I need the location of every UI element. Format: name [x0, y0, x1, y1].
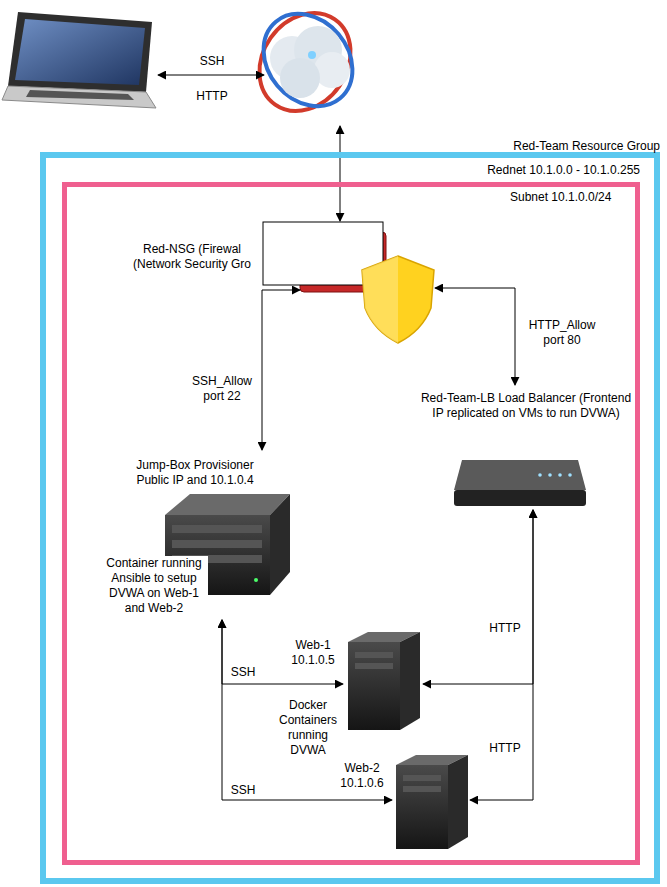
tower-front — [396, 765, 448, 849]
firewall-label: Red-NSG (Firewal (Network Security Gro — [126, 242, 258, 272]
device-led — [538, 473, 542, 477]
cloud-puff — [280, 58, 320, 98]
connector — [423, 510, 533, 684]
shield-icon — [362, 256, 434, 343]
subnet-label: Subnet 10.1.0.0/24 — [510, 190, 611, 205]
device-front — [454, 490, 586, 506]
server-bay — [172, 540, 262, 548]
firewall-icon — [263, 222, 434, 343]
group-title: Red-Team Resource Group — [513, 139, 660, 154]
edge-label: HTTP_Allow port 80 — [520, 318, 604, 348]
host-title: Web-1 10.1.0.5 — [287, 638, 339, 668]
network-range: Rednet 10.1.0.0 - 10.1.0.255 — [487, 163, 640, 178]
web-server-node: Web-2 10.1.0.6 — [392, 755, 470, 850]
tower-side — [400, 632, 420, 730]
device-led — [548, 473, 552, 477]
network-link — [158, 75, 264, 76]
firewall-node: Red-NSG (Firewal (Network Security Gro — [300, 228, 435, 343]
load-balancer-label: Red-Team-LB Load Balancer (Frontend IP r… — [418, 391, 634, 421]
cloud-icon — [241, 0, 371, 129]
tower-side — [448, 755, 468, 849]
laptop-base — [2, 86, 156, 108]
connector — [435, 288, 515, 385]
load-balancer-node: Red-Team-LB Load Balancer (Frontend IP r… — [418, 385, 634, 510]
device-led — [558, 473, 562, 477]
tower-bay — [403, 786, 441, 792]
tower-bay — [355, 663, 393, 669]
protocol-label: SSH — [196, 54, 228, 69]
server-top — [165, 494, 290, 515]
laptop-screen — [15, 19, 145, 85]
connector — [222, 620, 392, 800]
edge-label: HTTP — [489, 621, 521, 636]
edge-label: SSH — [230, 783, 256, 798]
laptop-lid — [8, 12, 152, 92]
cloud-orbit — [241, 0, 369, 129]
web-server-node: Web-1 10.1.0.5Docker Containers running … — [343, 632, 423, 732]
jump-box-node: Jump-Box Provisioner Public IP and 10.1.… — [100, 450, 290, 620]
tower-server-icon — [348, 632, 420, 730]
load-balancer-icon — [454, 460, 586, 506]
host-title: Jump-Box Provisioner Public IP and 10.1.… — [125, 458, 265, 488]
laptop-icon — [2, 12, 156, 108]
subnet-region: Rednet 10.1.0.0 - 10.1.0.255Subnet 10.1.… — [62, 182, 640, 865]
connector — [222, 620, 343, 684]
host-note: Docker Containers running DVWA — [275, 698, 341, 758]
device-top — [454, 460, 586, 490]
tower-server-icon — [396, 755, 468, 849]
edge-label: HTTP — [489, 741, 521, 756]
laptop-keyboard — [26, 90, 134, 100]
edge-label: SSH — [230, 665, 256, 680]
cloud-spark — [308, 51, 316, 59]
resource-group: Red-Team Resource GroupRednet 10.1.0.0 -… — [40, 152, 660, 884]
connector — [262, 290, 300, 450]
cloud-orbit — [245, 0, 371, 124]
edge-label: SSH_Allow port 22 — [186, 374, 258, 404]
device-led — [568, 473, 572, 477]
shield-highlight — [362, 256, 398, 343]
network-link — [340, 126, 341, 221]
tower-bay — [355, 652, 393, 658]
protocol-label: HTTP — [192, 89, 232, 104]
tower-front — [348, 642, 400, 730]
server-led — [254, 578, 258, 582]
server-side — [270, 494, 290, 595]
server-bay — [172, 525, 262, 533]
host-note: Container running Ansible to setup DVWA … — [100, 556, 208, 616]
tower-bay — [403, 775, 441, 781]
connector — [470, 510, 533, 800]
host-title: Web-2 10.1.0.6 — [336, 761, 388, 791]
